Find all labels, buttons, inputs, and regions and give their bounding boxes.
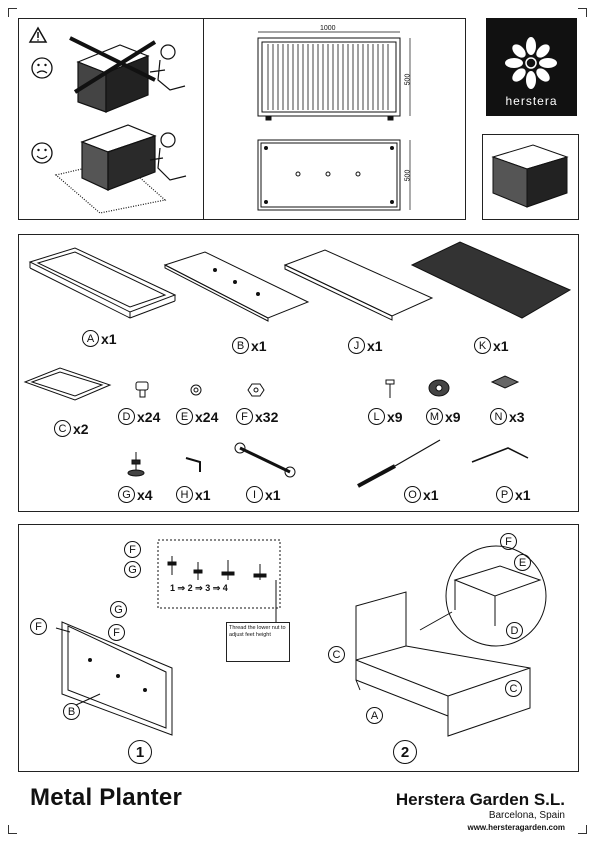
callout-G-2: G xyxy=(110,601,127,618)
callout-B: B xyxy=(63,703,80,720)
happy-face-icon xyxy=(31,142,53,164)
callout-C-2: C xyxy=(505,680,522,697)
feet-height-note: Thread the lower nut to adjust feet heig… xyxy=(226,622,290,662)
assembly-sequence: 1 ⇒ 2 ⇒ 3 ⇒ 4 xyxy=(170,583,228,593)
dimension-length: 1000 xyxy=(320,25,336,32)
step-number-2: 2 xyxy=(393,740,417,764)
company-location: Barcelona, Spain xyxy=(488,810,565,821)
safety-divider xyxy=(203,18,204,219)
assembly-panel xyxy=(18,524,579,772)
warning-icon xyxy=(28,26,48,43)
flower-logo-icon xyxy=(505,37,557,89)
callout-G-1: G xyxy=(124,561,141,578)
callout-A: A xyxy=(366,707,383,724)
company-name: Herstera Garden S.L. xyxy=(395,790,565,809)
brand-logo: herstera xyxy=(486,18,577,116)
product-thumbnail xyxy=(482,134,579,220)
callout-F-4: F xyxy=(500,533,517,550)
callout-F-1: F xyxy=(124,541,141,558)
callout-F-2: F xyxy=(108,624,125,641)
crop-mark-top-right xyxy=(578,8,587,17)
product-title: Metal Planter xyxy=(30,784,182,811)
step-number-1: 1 xyxy=(128,740,152,764)
callout-E: E xyxy=(514,554,531,571)
callout-F-3: F xyxy=(30,618,47,635)
company-website: www.hersteragarden.com xyxy=(467,823,565,832)
sad-face-icon xyxy=(31,57,53,79)
crop-mark-bottom-left xyxy=(8,825,17,834)
crop-mark-bottom-right xyxy=(578,825,587,834)
callout-C-1: C xyxy=(328,646,345,663)
crop-mark-top-left xyxy=(8,8,17,17)
brand-name: herstera xyxy=(505,94,558,108)
callout-D: D xyxy=(506,622,523,639)
